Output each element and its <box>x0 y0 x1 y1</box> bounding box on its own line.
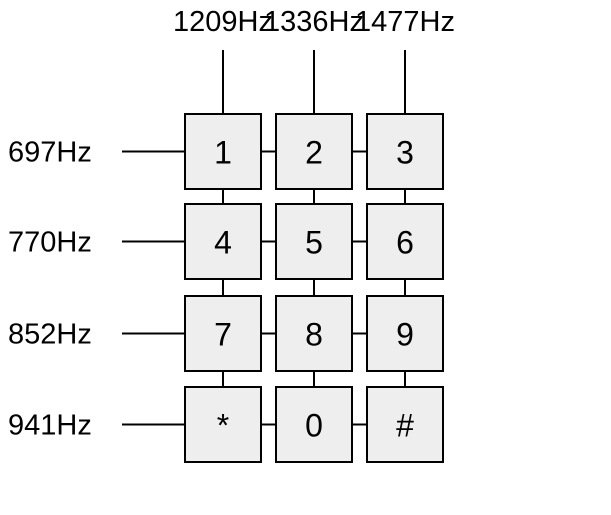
key-button: 5 <box>275 203 353 280</box>
key-label: 8 <box>305 317 323 353</box>
keypad: 1 2 3 4 5 6 7 8 9 * 0 # <box>184 113 444 463</box>
key-button: 1 <box>184 113 262 190</box>
key-box <box>184 295 262 372</box>
column-frequency-label: 1477Hz <box>355 6 455 38</box>
key-box <box>366 113 444 190</box>
key-box <box>275 386 353 463</box>
key-label: 7 <box>214 317 232 353</box>
key-button: 8 <box>275 295 353 372</box>
key-button: 9 <box>366 295 444 372</box>
key-box <box>275 295 353 372</box>
column-frequency-label: 1209Hz <box>173 6 273 38</box>
key-label: 4 <box>214 225 232 261</box>
key-label: 2 <box>305 135 323 171</box>
key-box <box>184 203 262 280</box>
key-button: 3 <box>366 113 444 190</box>
row-frequency-label: 770Hz <box>8 227 92 259</box>
key-box <box>275 203 353 280</box>
row-frequency-labels: 697Hz 770Hz 852Hz 941Hz <box>8 137 92 442</box>
key-label: 1 <box>214 135 232 171</box>
row-frequency-label: 852Hz <box>8 319 92 351</box>
key-button: 4 <box>184 203 262 280</box>
key-label: 6 <box>396 225 414 261</box>
key-button: 2 <box>275 113 353 190</box>
key-box <box>184 113 262 190</box>
row-frequency-label: 941Hz <box>8 410 92 442</box>
key-label: 3 <box>396 135 414 171</box>
key-button: 7 <box>184 295 262 372</box>
key-box <box>366 203 444 280</box>
column-frequency-label: 1336Hz <box>264 6 364 38</box>
key-label: 5 <box>305 225 323 261</box>
key-label: # <box>396 408 414 444</box>
key-box <box>366 295 444 372</box>
key-button: 6 <box>366 203 444 280</box>
key-box <box>366 386 444 463</box>
row-frequency-label: 697Hz <box>8 137 92 169</box>
key-box <box>275 113 353 190</box>
key-box <box>184 386 262 463</box>
key-label: 0 <box>305 408 323 444</box>
key-label: 9 <box>396 317 414 353</box>
key-button: 0 <box>275 386 353 463</box>
key-button: # <box>366 386 444 463</box>
key-label: * <box>217 408 229 444</box>
connection-lines <box>122 50 406 426</box>
key-button: * <box>184 386 262 463</box>
